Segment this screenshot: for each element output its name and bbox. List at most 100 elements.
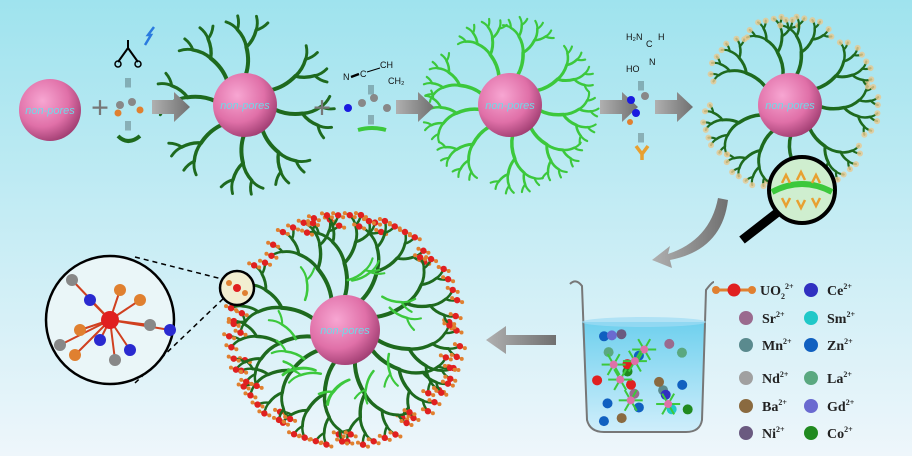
ion [616,413,627,424]
polymer-chain [737,44,742,60]
polymer-chain [557,168,563,179]
particle-uranyl-loaded: non-pores [310,295,380,365]
amidoxime-group [755,19,762,26]
svg-text:H₂N: H₂N [626,32,643,42]
svg-text:C: C [646,39,653,49]
uranyl-ion [402,408,417,417]
polymer-chain [737,56,748,75]
polymer-chain [565,52,570,67]
polymer-chain [422,81,434,86]
uranyl-ion [300,228,315,237]
svg-text:C: C [360,69,367,79]
legend-item-ni: Ni2+ [739,425,785,442]
amidoxime-group [708,142,715,149]
polymer-chain [299,371,323,377]
uranium-atom [101,311,119,329]
uranyl-ion [361,217,376,226]
uranyl-ion [271,415,286,424]
particle-pan-grafted: non-pores [478,73,542,137]
legend-swatch [739,338,753,352]
polymer-chain [206,24,215,41]
polymer-chain [573,146,584,152]
polymer-chain [555,77,576,83]
particle-label: non-pores [25,105,75,117]
legend-label: Gd2+ [827,398,855,415]
uranyl-ion [286,223,301,232]
amidoxime-group [861,131,868,138]
uranyl-ion [226,354,241,363]
uranyl-ion [297,433,312,442]
polymer-chain [383,372,392,388]
amidoxime-group [867,65,874,72]
uranyl-ion [440,379,455,388]
uranyl-ion [427,398,442,407]
polymer-chain [458,35,467,43]
amidoxime-group [789,16,796,23]
legend-swatch [739,399,753,413]
polymer-chain [397,367,412,393]
polymer-chain [439,105,459,115]
legend-item-sm: Sm2+ [804,310,855,327]
amidoxime-group [864,83,871,90]
amidoxime-group [852,161,859,168]
atom [114,284,126,296]
amidoxime-icon [634,144,650,160]
legend-swatch [739,311,753,325]
polymer-chain [244,28,258,49]
polymer-chain [776,34,784,54]
polymer-chain [164,71,174,88]
polymer-chain [386,352,392,376]
polymer-chain [322,415,331,435]
polymer-chain [488,36,495,57]
polymer-chain [720,118,741,125]
atom [134,294,146,306]
polymer-chain [455,142,475,151]
legend-swatch [739,426,753,440]
ion [602,398,613,409]
ion [654,376,665,387]
polymer-chain [533,177,541,187]
legend-label: Nd2+ [762,370,789,387]
legend-item-sr: Sr2+ [739,310,785,327]
polymer-chain [536,21,545,30]
amidoxime-group [702,108,709,115]
legend-swatch [804,311,818,325]
svg-text:|||: ||| [368,114,374,125]
svg-text:CH: CH [380,60,393,70]
uranyl-ion [449,352,464,361]
lightning-icon [143,26,155,46]
uranyl-ion [342,211,357,220]
polymer-chain [206,37,213,60]
polymer-chain [289,408,309,417]
polymer-chain [331,224,336,244]
uranyl-ion [387,222,402,231]
svg-text:|||: ||| [125,77,131,88]
uranyl-ion [353,211,368,220]
legend-item-la: La2+ [804,370,852,387]
uranyl-ion [233,328,248,337]
amidoxime-group [874,110,881,117]
uranyl-ion [442,363,457,372]
polymer-chain [521,38,536,55]
uranyl-ion [331,211,346,220]
ion [616,329,627,340]
uranyl-ion [222,332,237,341]
polymer-chain [235,14,240,32]
uranyl-ion [224,304,239,313]
ion [677,379,688,390]
uranyl-ion [319,440,334,449]
polymer-chain [507,18,512,29]
hydroxylamine-molecule: H₂N C H N HO ||| ||| [626,32,665,160]
uranyl-ion [335,437,350,446]
polymer-chain [305,267,316,281]
amidoxime-group [870,84,877,91]
polymer-chain [468,170,473,181]
polymer-chain [395,255,416,261]
polymer-chain [506,157,517,176]
uranyl-ion [250,400,265,409]
polymer-chain [424,93,435,97]
amidoxime-group [707,71,714,78]
polymer-chain [857,115,872,119]
amidoxime-group [836,39,843,46]
